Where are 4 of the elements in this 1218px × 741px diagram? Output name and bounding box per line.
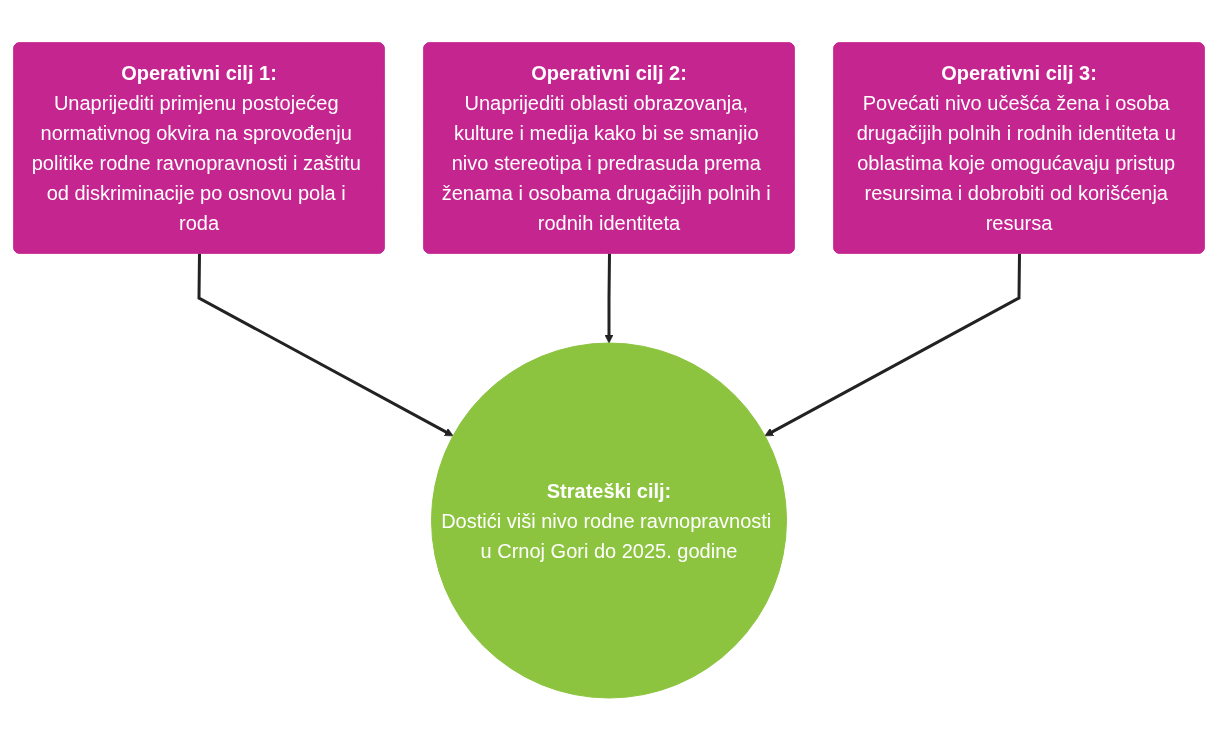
arrow xyxy=(197,253,454,437)
arrow xyxy=(604,253,614,344)
arrow xyxy=(764,253,1021,437)
node-circle: Strateški cilj: Dostići viši nivo rodne ravnopravnosti u Crnoj Gori do 2025. godine xyxy=(431,342,787,699)
